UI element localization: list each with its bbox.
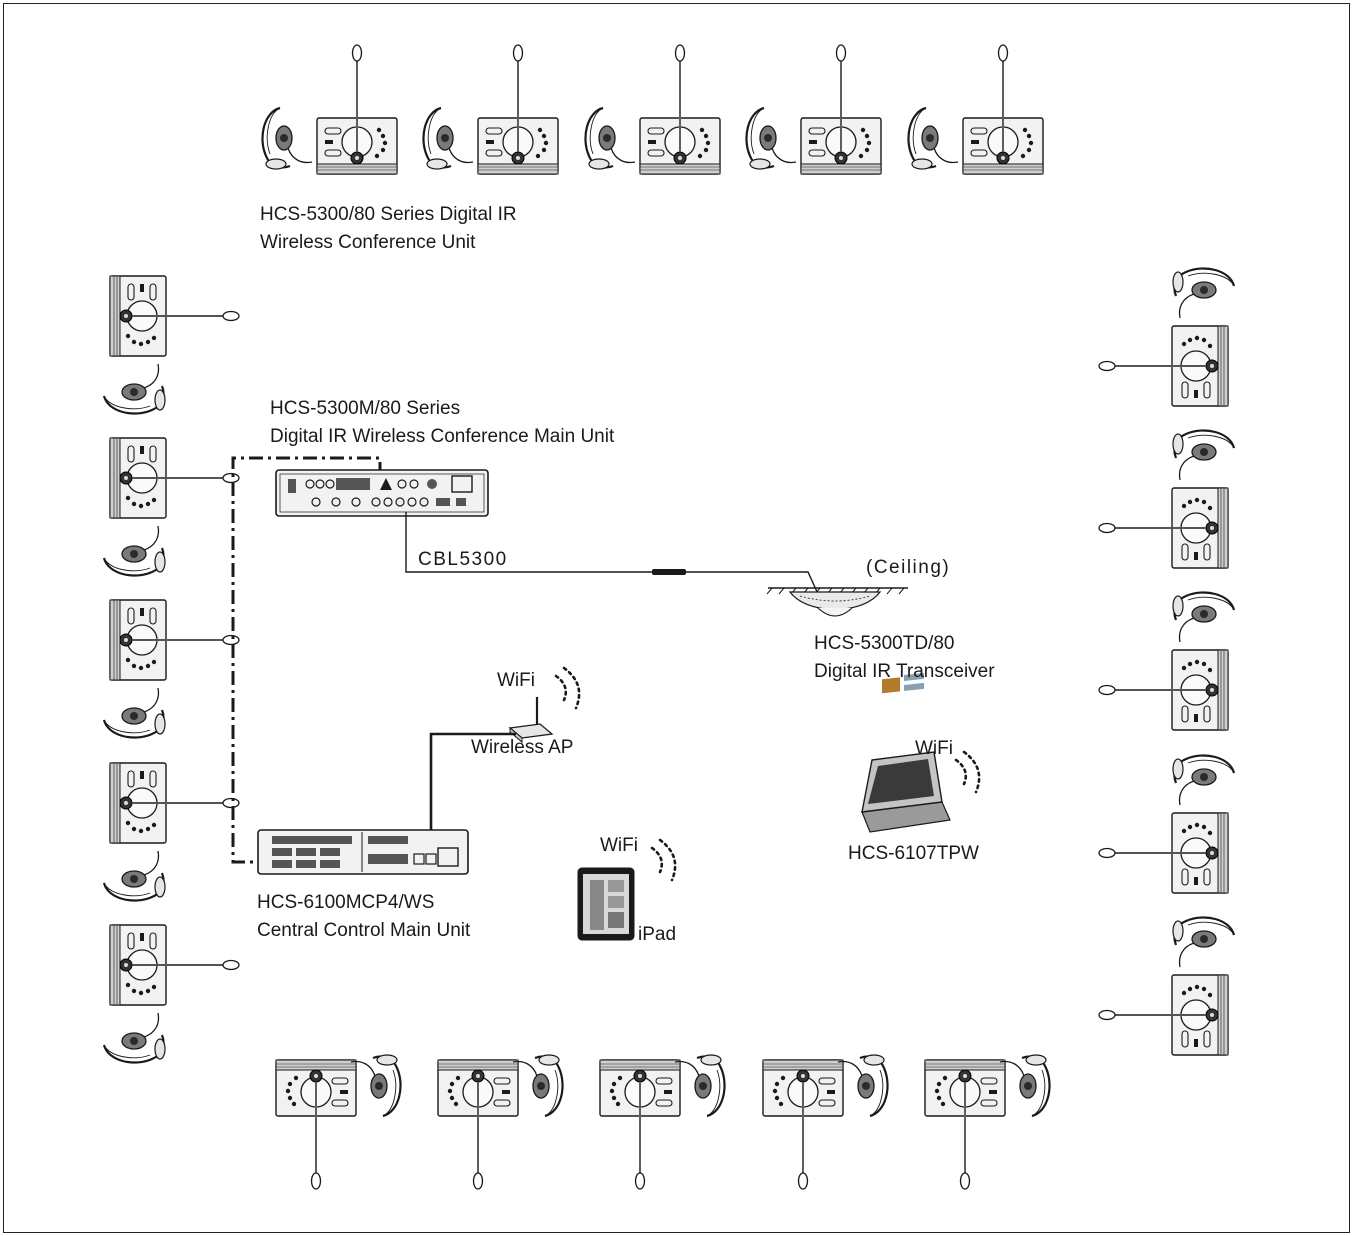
ap-network-cable bbox=[429, 732, 516, 850]
main-unit-label: HCS-5300M/80 Series Digital IR Wireless … bbox=[270, 395, 614, 451]
diagram-frame bbox=[3, 3, 1350, 1233]
cable-connector bbox=[652, 569, 686, 575]
conference-unit-bottom-1 bbox=[275, 1053, 402, 1190]
cbl5300-cable bbox=[405, 512, 819, 595]
transceiver-label-line1: HCS-5300TD/80 bbox=[814, 633, 955, 654]
main-unit-label-line1: HCS-5300M/80 Series bbox=[270, 398, 461, 419]
conference-unit-top-1 bbox=[261, 44, 398, 175]
ap-wifi-waves bbox=[554, 666, 581, 710]
ap-wifi-label: WiFi bbox=[497, 670, 535, 691]
delegate-unit-label-line2: Wireless Conference Unit bbox=[260, 232, 476, 253]
wireless-ap-label: Wireless AP bbox=[471, 737, 574, 758]
conference-unit-top-2 bbox=[422, 44, 559, 175]
conference-unit-top-3 bbox=[584, 44, 721, 175]
panel-wifi-label: WiFi bbox=[915, 738, 953, 759]
ipad-wifi-waves bbox=[650, 838, 677, 882]
top-units bbox=[261, 44, 1044, 175]
transceiver-label-line2: Digital IR Transceiver bbox=[814, 661, 995, 682]
control-link-line bbox=[231, 456, 382, 864]
ceiling-label: (Ceiling) bbox=[866, 557, 951, 578]
conference-unit-left-1 bbox=[102, 275, 240, 415]
ipad-label: iPad bbox=[638, 924, 677, 945]
conference-unit-right-4 bbox=[1098, 754, 1236, 894]
delegate-unit-label: HCS-5300/80 Series Digital IR Wireless C… bbox=[260, 201, 517, 257]
conference-unit-bottom-2 bbox=[437, 1053, 564, 1190]
ir-transceiver-device bbox=[788, 591, 882, 617]
conference-unit-top-4 bbox=[745, 44, 882, 175]
conference-unit-left-5 bbox=[102, 924, 240, 1064]
delegate-unit-label-line1: HCS-5300/80 Series Digital IR bbox=[260, 204, 517, 225]
conference-unit-right-1 bbox=[1098, 267, 1236, 407]
central-control-label: HCS-6100MCP4/WS Central Control Main Uni… bbox=[257, 889, 470, 945]
main-unit-label-line2: Digital IR Wireless Conference Main Unit bbox=[270, 426, 615, 447]
touch-panel-wifi-waves bbox=[954, 750, 981, 794]
central-control-label-line2: Central Control Main Unit bbox=[257, 920, 471, 941]
conference-unit-right-3 bbox=[1098, 591, 1236, 731]
conference-unit-bottom-3 bbox=[599, 1053, 726, 1190]
conference-unit-left-4 bbox=[102, 762, 240, 902]
central-control-label-line1: HCS-6100MCP4/WS bbox=[257, 892, 435, 913]
conference-unit-left-2 bbox=[102, 437, 240, 577]
transceiver-label: HCS-5300TD/80 Digital IR Transceiver bbox=[814, 630, 995, 686]
ipad-device bbox=[577, 867, 635, 941]
conference-unit-right-2 bbox=[1098, 429, 1236, 569]
right-units bbox=[1098, 267, 1236, 1056]
main-unit-device bbox=[275, 469, 489, 517]
ipad-wifi-label: WiFi bbox=[600, 835, 638, 856]
touch-panel-label: HCS-6107TPW bbox=[848, 843, 979, 864]
cable-label: CBL5300 bbox=[418, 549, 508, 570]
bottom-units bbox=[275, 1053, 1051, 1190]
conference-unit-bottom-5 bbox=[924, 1053, 1051, 1190]
touch-panel-device bbox=[861, 672, 951, 833]
conference-unit-right-5 bbox=[1098, 916, 1236, 1056]
central-control-device bbox=[257, 829, 469, 875]
conference-unit-top-5 bbox=[907, 44, 1044, 175]
conference-unit-bottom-4 bbox=[762, 1053, 889, 1190]
left-units bbox=[102, 275, 240, 1064]
ceiling bbox=[766, 587, 908, 595]
conference-unit-left-3 bbox=[102, 599, 240, 739]
